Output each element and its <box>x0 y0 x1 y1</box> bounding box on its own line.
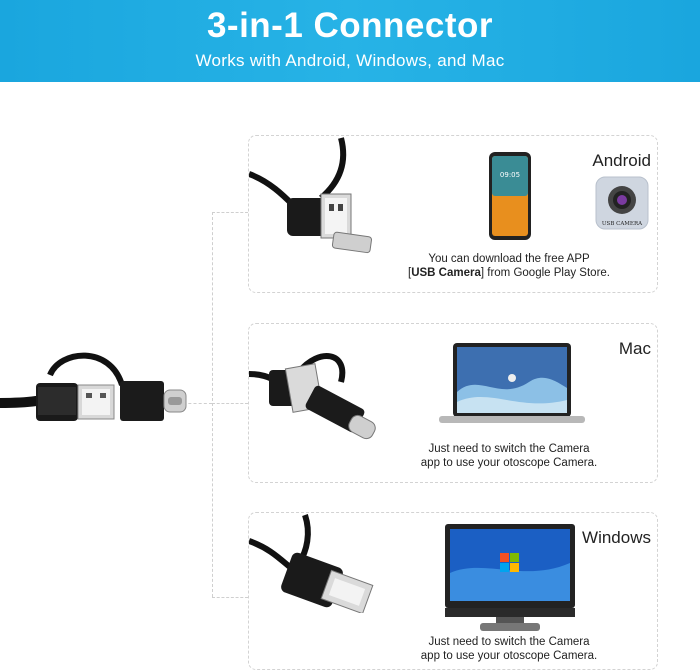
mac-instructions: Just need to switch the Camera app to us… <box>420 443 598 469</box>
mac-panel: Mac Just need to switch the Camera app t… <box>248 323 658 483</box>
connector-line-mac <box>212 403 248 404</box>
macbook-icon <box>439 343 585 423</box>
usb-c-adapter-icon <box>249 353 376 440</box>
phone-time: 09:05 <box>500 171 520 179</box>
windows-label: Windows <box>582 528 651 547</box>
three-in-one-cable-icon <box>0 352 187 421</box>
connector-line-main <box>178 403 212 404</box>
usb-camera-app-name: USB Camera <box>411 267 481 279</box>
android-panel: Android 09:05 USB CAMERA You can downloa… <box>248 135 658 293</box>
connector-line-vertical <box>212 212 213 597</box>
header-banner: 3-in-1 Connector Works with Android, Win… <box>0 0 700 82</box>
windows-monitor-icon <box>445 524 575 631</box>
connector-line-windows <box>212 597 248 598</box>
usb-camera-app-icon: USB CAMERA <box>595 176 649 230</box>
windows-panel: Windows Just need to switch the Camera a… <box>248 512 658 670</box>
connector-line-android <box>212 212 248 213</box>
mac-label: Mac <box>618 339 651 358</box>
page-title: 3-in-1 Connector <box>206 6 494 45</box>
micro-usb-adapter-icon <box>249 137 373 254</box>
android-instructions: You can download the free APP [USB Camer… <box>408 253 610 279</box>
page-subtitle: Works with Android, Windows, and Mac <box>195 51 505 70</box>
android-label: Android <box>592 151 651 170</box>
app-icon-label: USB CAMERA <box>602 221 643 227</box>
windows-instructions: Just need to switch the Camera app to us… <box>420 636 598 662</box>
android-phone-icon: 09:05 <box>489 152 531 240</box>
usb-a-connector-icon <box>249 514 374 613</box>
